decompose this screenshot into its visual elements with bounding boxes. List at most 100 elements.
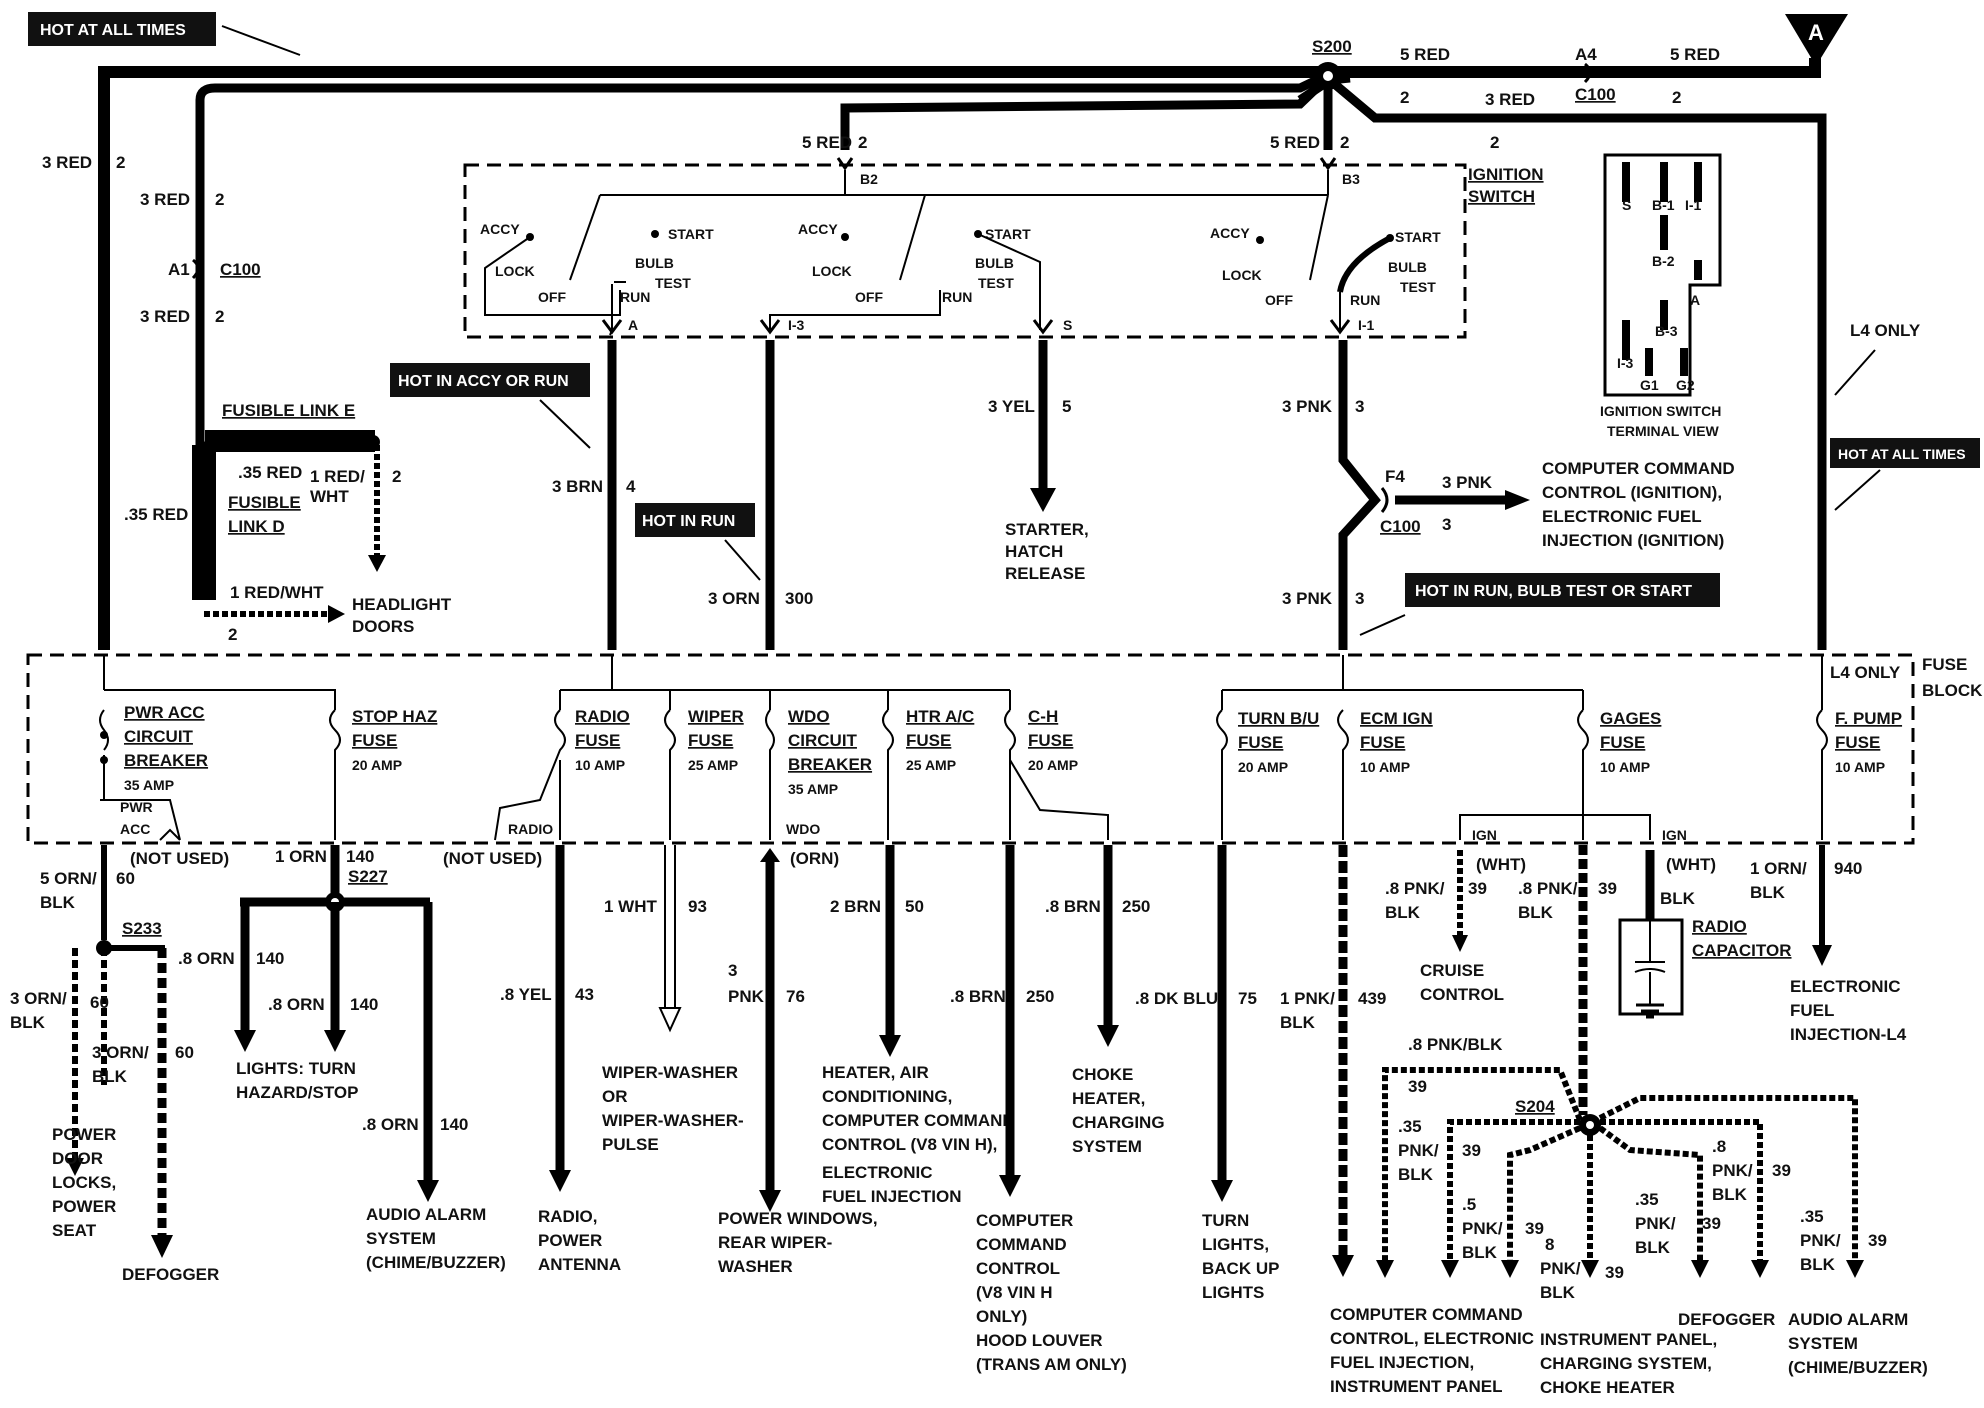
destination-computer: CONTROL <box>976 1259 1060 1278</box>
wire-5red-sw1 <box>840 76 1329 150</box>
wire-number: 75 <box>1238 989 1257 1008</box>
wire-label: WHT <box>310 487 349 506</box>
wire-number: 2 <box>1400 88 1409 107</box>
destination-efi: ELECTRONIC <box>1790 977 1901 996</box>
svg-text:LOCK: LOCK <box>1222 267 1262 283</box>
svg-text:A: A <box>1690 292 1700 308</box>
wire-label: BLK <box>40 893 76 912</box>
wire-number: 140 <box>256 949 284 968</box>
wire-number: 50 <box>905 897 924 916</box>
destination-audio-b: (CHIME/BUZZER) <box>1788 1358 1928 1377</box>
wire-number: 3 <box>1355 589 1364 608</box>
destination-radio: POWER <box>538 1231 602 1250</box>
svg-text:25 AMP: 25 AMP <box>906 757 956 773</box>
destination-choke: SYSTEM <box>1072 1137 1142 1156</box>
svg-text:TEST: TEST <box>978 275 1014 291</box>
destination-ccc-b: INSTRUMENT PANEL <box>1330 1377 1503 1396</box>
svg-text:START: START <box>985 226 1031 242</box>
wire-number: 39 <box>1468 879 1487 898</box>
ignition-switch-title: IGNITION <box>1468 165 1544 184</box>
destination-heater: FUEL INJECTION <box>822 1187 961 1206</box>
wire-number: 39 <box>1462 1141 1481 1160</box>
destination-heater: ELECTRONIC <box>822 1163 933 1182</box>
callout-hot-at-all-times-top: HOT AT ALL TIMES <box>28 12 216 46</box>
fuse-block <box>26 653 1915 845</box>
svg-text:10 AMP: 10 AMP <box>1835 759 1885 775</box>
fuse-wdo: WDO CIRCUIT BREAKER 35 AMP WDO <box>765 707 872 840</box>
destination-power-windows: WASHER <box>718 1257 793 1276</box>
wire-label: (ORN) <box>790 849 839 868</box>
svg-text:25 AMP: 25 AMP <box>688 757 738 773</box>
wire-label: BLK <box>1660 889 1696 908</box>
wire-number: 60 <box>116 869 135 888</box>
fuse-ecm-ign: ECM IGN FUSE 10 AMP <box>1337 709 1433 840</box>
destination-ccc: CONTROL (IGNITION), <box>1542 483 1722 502</box>
wire-label: .35 <box>1635 1190 1659 1209</box>
wire-number: 250 <box>1026 987 1054 1006</box>
svg-text:RADIO: RADIO <box>508 821 553 837</box>
callout-hot-in-run: HOT IN RUN <box>635 503 755 537</box>
svg-text:OFF: OFF <box>1265 292 1293 308</box>
destination-choke: CHOKE <box>1072 1065 1133 1084</box>
wire-number: 250 <box>1122 897 1150 916</box>
wire-number: 3 <box>1355 397 1364 416</box>
wire-label: 3 ORN/ <box>92 1043 149 1062</box>
destination-computer: ONLY) <box>976 1307 1027 1326</box>
svg-text:ECM IGN: ECM IGN <box>1360 709 1433 728</box>
destination-ccc-b: CONTROL, ELECTRONIC <box>1330 1329 1534 1348</box>
svg-text:GAGES: GAGES <box>1600 709 1661 728</box>
wire-label: .8 YEL <box>500 985 552 1004</box>
wire-label: 3 RED <box>140 307 190 326</box>
wire-label: .8 <box>1712 1137 1726 1156</box>
destination-cruise: CRUISE <box>1420 961 1484 980</box>
connector-label: C100 <box>1380 517 1421 536</box>
fusible-link-d-label: FUSIBLE <box>228 493 301 512</box>
fusible-link-d-label: LINK D <box>228 517 285 536</box>
wire-label: BLK <box>1280 1013 1316 1032</box>
destination-choke: HEATER, <box>1072 1089 1145 1108</box>
svg-text:FUSE: FUSE <box>906 731 951 750</box>
wire-number: 93 <box>688 897 707 916</box>
svg-text:20 AMP: 20 AMP <box>1238 759 1288 775</box>
wire-number: 2 <box>215 190 224 209</box>
splice-s233: S233 <box>122 919 162 938</box>
ignition-switch-box <box>463 163 1467 339</box>
svg-text:10 AMP: 10 AMP <box>575 757 625 773</box>
destination-audio-b: SYSTEM <box>1788 1334 1858 1353</box>
destination-cruise: CONTROL <box>1420 985 1504 1004</box>
wire-label: 3 YEL <box>988 397 1035 416</box>
destination-audio-a: AUDIO ALARM <box>366 1205 486 1224</box>
callout-arrow <box>539 399 591 449</box>
svg-text:RUN: RUN <box>1350 292 1380 308</box>
destination-radio-capacitor: RADIO <box>1692 917 1747 936</box>
svg-text:FUSE: FUSE <box>1028 731 1073 750</box>
svg-text:A: A <box>1808 20 1824 45</box>
wire-number: 2 <box>392 467 401 486</box>
destination-wiper: WIPER-WASHER- <box>602 1111 744 1130</box>
destination-ip: INSTRUMENT PANEL, <box>1540 1330 1717 1349</box>
svg-text:IGN: IGN <box>1472 827 1497 843</box>
fuse-not-used: (NOT USED) <box>130 849 229 868</box>
wire-label: PNK/ <box>1800 1231 1841 1250</box>
wire-label: 1 RED/WHT <box>230 583 324 602</box>
wire-number: 39 <box>1408 1077 1427 1096</box>
wire-label: (WHT) <box>1666 855 1716 874</box>
wire-number: 940 <box>1834 859 1862 878</box>
wire-label: 5 RED <box>1670 45 1720 64</box>
wire-label: BLK <box>1800 1255 1836 1274</box>
connector-label: A4 <box>1575 45 1597 64</box>
destination-starter: STARTER, <box>1005 520 1089 539</box>
svg-text:TERMINAL VIEW: TERMINAL VIEW <box>1607 423 1720 439</box>
svg-text:OFF: OFF <box>855 289 883 305</box>
connector-label: C100 <box>220 260 261 279</box>
wire-number: 60 <box>90 993 109 1012</box>
wire-label: BLK <box>1518 903 1554 922</box>
destination-computer: (TRANS AM ONLY) <box>976 1355 1127 1374</box>
svg-text:FUSE: FUSE <box>1360 733 1405 752</box>
destination-ip: CHOKE HEATER <box>1540 1378 1675 1397</box>
callout-arrow <box>724 539 761 581</box>
wire-number: 3 <box>1442 515 1451 534</box>
svg-text:B-3: B-3 <box>1655 323 1678 339</box>
destination-door: POWER <box>52 1125 116 1144</box>
svg-text:B-2: B-2 <box>1652 253 1675 269</box>
